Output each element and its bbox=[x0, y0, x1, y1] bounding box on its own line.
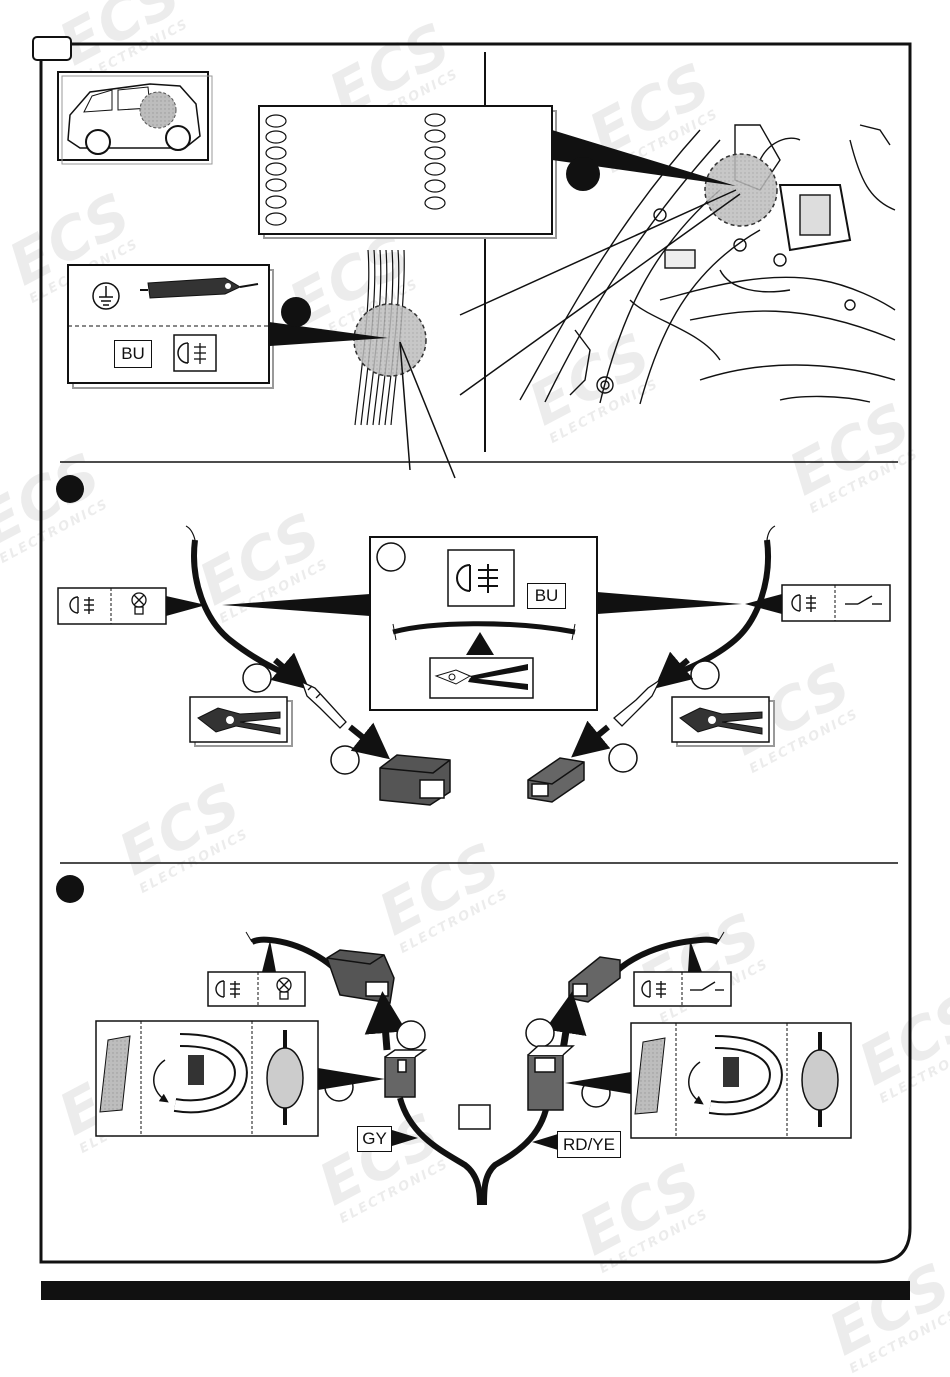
bulb-icon bbox=[276, 977, 292, 1000]
fog-lamp-icon bbox=[173, 334, 217, 372]
wire bbox=[191, 539, 302, 683]
pointer-wedge bbox=[552, 130, 736, 186]
footer-bar bbox=[41, 1281, 910, 1300]
wire bbox=[658, 539, 771, 683]
pointer-wedge bbox=[532, 1134, 558, 1150]
step-dot bbox=[566, 157, 600, 191]
crimp-tool-icon bbox=[671, 696, 775, 747]
diagram-canvas bbox=[32, 36, 912, 1300]
wire-color-label-gy: GY bbox=[357, 1126, 392, 1152]
empty-label-box bbox=[458, 1104, 491, 1130]
fog-lamp-icon bbox=[215, 980, 240, 998]
wire bbox=[607, 936, 720, 981]
car-thumbnail bbox=[57, 71, 213, 165]
fog-lamp-icon bbox=[69, 596, 94, 614]
pointer-wedge bbox=[392, 1130, 418, 1146]
pin-list-box bbox=[258, 105, 557, 239]
pointer-wedge bbox=[166, 596, 206, 616]
connector-icon bbox=[384, 1049, 428, 1098]
heat-shrink-box-right bbox=[630, 1022, 852, 1139]
bulb-icon bbox=[131, 592, 147, 615]
fog-switch-label-right bbox=[633, 971, 732, 1007]
step-circle bbox=[608, 743, 638, 773]
switch-icon bbox=[845, 595, 882, 605]
crimp-tool-icon bbox=[189, 696, 293, 747]
pointer-wedge bbox=[269, 322, 388, 346]
center-instruction-box bbox=[369, 536, 598, 711]
pointer-wedge bbox=[565, 1072, 631, 1094]
up-arrow bbox=[466, 632, 494, 655]
pointer-wedge bbox=[688, 940, 702, 972]
pointer-wedge bbox=[318, 1068, 385, 1090]
step-circle bbox=[376, 542, 406, 572]
wire bbox=[397, 1097, 483, 1206]
connector-icon bbox=[527, 757, 585, 803]
fog-bulb-label-left bbox=[207, 971, 306, 1007]
test-lamp-box bbox=[67, 264, 274, 389]
connector-icon bbox=[568, 956, 621, 1003]
step-dot bbox=[56, 875, 84, 903]
terminal-icon bbox=[300, 680, 347, 729]
connector-icon bbox=[379, 754, 451, 806]
pointer-wedge bbox=[597, 592, 742, 614]
step-circle bbox=[330, 745, 360, 775]
wire bbox=[481, 1104, 550, 1206]
step-dot bbox=[281, 297, 311, 327]
wire-color-label-bu: BU bbox=[527, 583, 566, 609]
step-circle bbox=[525, 1018, 555, 1048]
fog-switch-label-right bbox=[781, 584, 891, 622]
vehicle-detail bbox=[519, 124, 896, 405]
terminal-icon bbox=[613, 678, 662, 727]
step-circle bbox=[690, 660, 720, 690]
zoom-circle bbox=[353, 303, 427, 377]
fog-bulb-label-left bbox=[57, 587, 167, 625]
wire-color-label-bu: BU bbox=[114, 340, 152, 368]
test-lamp-icon bbox=[140, 277, 259, 299]
zoom-circle bbox=[704, 153, 778, 227]
step-dot bbox=[56, 475, 84, 503]
wire-color-label-rd-ye: RD/YE bbox=[557, 1131, 621, 1158]
cutter-icon bbox=[429, 657, 534, 699]
connector-icon bbox=[326, 949, 395, 1004]
pointer-wedge bbox=[262, 940, 276, 972]
pointer-wedge bbox=[745, 594, 782, 614]
ground-icon bbox=[92, 282, 120, 310]
fog-lamp-icon bbox=[641, 980, 666, 998]
fog-lamp-icon bbox=[791, 594, 816, 612]
heat-shrink-box-left bbox=[95, 1020, 319, 1137]
step-circle bbox=[396, 1020, 426, 1050]
connector-icon bbox=[527, 1045, 575, 1111]
pointer-wedge bbox=[222, 594, 370, 616]
step-circle bbox=[242, 663, 272, 693]
switch-icon bbox=[690, 981, 724, 991]
page-number-box bbox=[32, 36, 72, 61]
page-frame bbox=[39, 42, 912, 1264]
